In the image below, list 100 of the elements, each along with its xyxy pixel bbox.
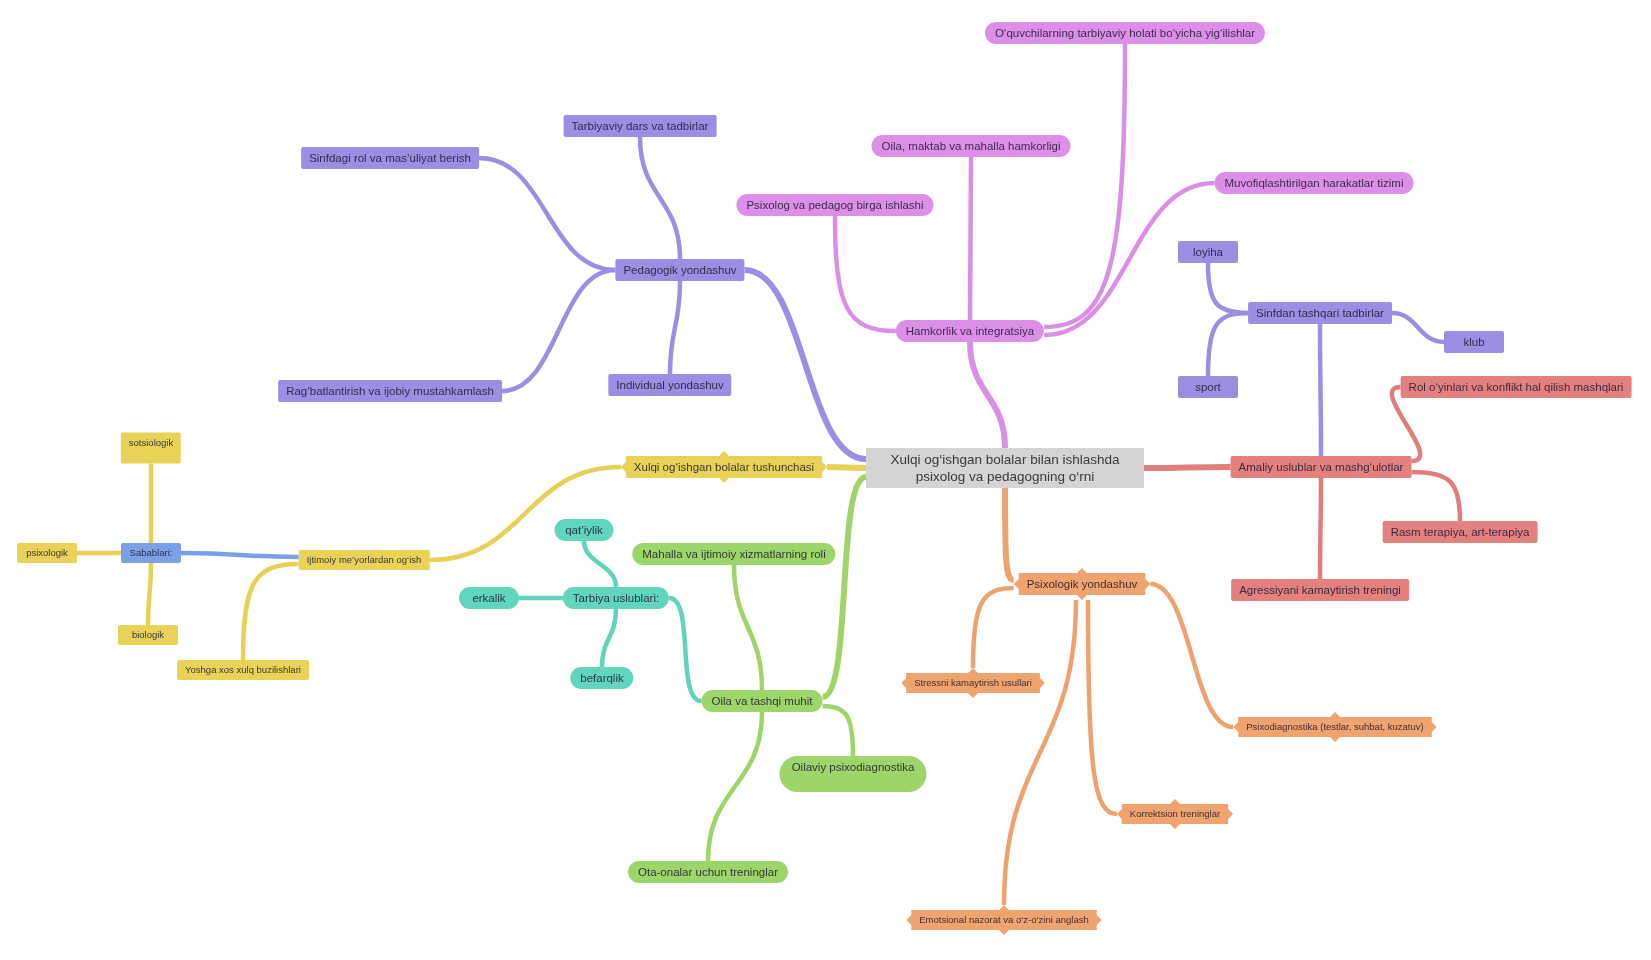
topic-text: Oilaviy psixodiagnostika bbox=[790, 760, 916, 775]
topic-box bbox=[615, 259, 745, 281]
topic-text: Rag‘batlantirish va ijobiy mustahkamlash bbox=[286, 384, 494, 399]
topic-text: Amaliy uslublar va mashg‘ulotlar bbox=[1238, 460, 1404, 475]
topic-text: Emotsional nazorat va o‘z-o‘zini anglash bbox=[919, 913, 1089, 927]
topic-text: Oila va tashqi muhit bbox=[711, 694, 813, 709]
branch-connector bbox=[1044, 44, 1128, 330]
branch-connector bbox=[145, 563, 154, 625]
topic-text: O‘quvchilarning tarbiyaviy holati bo‘yicha yig‘ilishlar bbox=[994, 26, 1256, 41]
branch-connector bbox=[1043, 180, 1215, 338]
topic-text: Xulqi og‘ishgan bolalar tushunchasi bbox=[633, 460, 815, 475]
topic-box bbox=[1400, 376, 1632, 398]
topic-text: Psixodiagnostika (testlar, suhbat, kuzatuv) bbox=[1246, 720, 1424, 734]
topic-box bbox=[1444, 331, 1504, 353]
branch-connector bbox=[1149, 581, 1234, 730]
topic-text: Psixologik yondashuv bbox=[1026, 577, 1138, 592]
topic-text: sotsiologik bbox=[128, 435, 174, 450]
topic-text: Ijtimoiy me’yorlardan og‘ish bbox=[306, 553, 422, 567]
topic-text: biologik bbox=[130, 628, 166, 642]
topic-text: Mahalla va ijtimoiy xizmatlarning roli bbox=[642, 547, 826, 562]
topic-box bbox=[301, 147, 479, 169]
topic-pill bbox=[779, 756, 927, 792]
topic-pill bbox=[459, 587, 519, 609]
topic-text: Rol o‘yinlari va konflikt hal qilish mashqlari bbox=[1408, 380, 1624, 395]
branch-connector bbox=[705, 711, 765, 862]
topic-text: Rasm terapiya, art-terapiya bbox=[1390, 525, 1530, 540]
topic-pill bbox=[562, 587, 670, 609]
topic-text: Agressiyani kamaytirish treningi bbox=[1239, 583, 1401, 598]
topic-text: sport bbox=[1194, 380, 1222, 395]
branch-connector bbox=[1317, 478, 1324, 579]
topic-pill bbox=[628, 861, 788, 883]
branch-connector bbox=[668, 595, 703, 704]
topic-box bbox=[1248, 302, 1392, 324]
branch-connector bbox=[581, 540, 619, 588]
branch-connector bbox=[519, 595, 563, 601]
branch-connector bbox=[832, 215, 896, 334]
topic-box bbox=[608, 374, 732, 396]
branch-connector bbox=[1001, 599, 1079, 906]
topic-box bbox=[298, 550, 430, 570]
branch-connector bbox=[822, 703, 856, 757]
topic-box bbox=[120, 432, 182, 464]
topic-box bbox=[118, 625, 178, 645]
topic-text: erkalik bbox=[471, 591, 507, 606]
topic-box bbox=[177, 660, 309, 680]
branch-connector bbox=[501, 267, 616, 394]
branch-connector bbox=[240, 561, 299, 661]
topic-text: Oila, maktab va mahalla hamkorligi bbox=[881, 139, 1061, 154]
branch-connector bbox=[599, 608, 619, 668]
topic-pill bbox=[871, 135, 1071, 157]
branch-connector bbox=[1002, 488, 1015, 583]
topic-pill bbox=[736, 194, 934, 216]
topic-text: Pedagogik yondashuv bbox=[623, 263, 737, 278]
topic-text: Stressni kamaytirish usullari bbox=[914, 676, 1032, 690]
topic-pill bbox=[701, 690, 823, 712]
branch-connector bbox=[1085, 600, 1118, 817]
topic-text: Yoshga xos xulq buzilishlari bbox=[185, 663, 301, 677]
branch-connector bbox=[827, 464, 866, 471]
branch-connector bbox=[731, 564, 765, 691]
branch-connector bbox=[148, 463, 154, 543]
branch-connector bbox=[637, 136, 683, 260]
topic-text: Individual yondashuv bbox=[616, 378, 724, 393]
branch-connector bbox=[1317, 324, 1324, 456]
topic-text: Sinfdagi rol va mas’uliyat berish bbox=[309, 151, 471, 166]
topic-text: Psixolog va pedagog birga ishlashi bbox=[746, 198, 924, 213]
branch-connector bbox=[1391, 310, 1445, 345]
topic-box bbox=[17, 543, 77, 563]
branch-connector bbox=[667, 280, 683, 375]
topic-text: Ota-onalar uchun treninglar bbox=[638, 865, 778, 880]
topic-pill bbox=[632, 543, 836, 565]
topic-text: klub bbox=[1462, 335, 1486, 350]
topic-text: Sabablari: bbox=[129, 546, 173, 560]
branch-connector bbox=[77, 550, 121, 556]
branch-connector bbox=[967, 341, 1008, 449]
branch-connector bbox=[429, 464, 622, 563]
topic-text: Tarbiyaviy dars va tadbirlar bbox=[571, 119, 709, 134]
branch-connector bbox=[181, 550, 299, 560]
topic-text: psixologik bbox=[25, 546, 69, 560]
topic-text: Korrektsion treninglar bbox=[1129, 807, 1221, 821]
topic-box bbox=[1230, 456, 1412, 478]
topic-pill bbox=[895, 320, 1045, 342]
topic-text: Tarbiya uslublari: bbox=[572, 591, 660, 606]
branch-connector bbox=[1411, 469, 1463, 522]
branch-connector bbox=[970, 585, 1014, 669]
branch-connector bbox=[1389, 384, 1423, 464]
topic-box bbox=[1178, 241, 1238, 263]
branch-connector bbox=[820, 474, 868, 700]
branch-connector bbox=[478, 155, 616, 273]
topic-box bbox=[121, 543, 181, 563]
topic-text: Xulqi og‘ishgan bolalar bilan ishlashda psixolog va pedagogning o‘rni bbox=[889, 451, 1121, 485]
topic-text: qat’iylik bbox=[564, 523, 604, 538]
topic-text: loyiha bbox=[1191, 245, 1225, 260]
topic-pill bbox=[1214, 172, 1414, 194]
central-topic-box bbox=[866, 448, 1144, 488]
topic-text: befarqlik bbox=[580, 671, 624, 686]
topic-box bbox=[1382, 521, 1538, 543]
topic-pill bbox=[570, 667, 634, 689]
topic-text: Sinfdan tashqari tadbirlar bbox=[1256, 306, 1384, 321]
branch-connector bbox=[1144, 464, 1231, 471]
topic-box bbox=[563, 115, 717, 137]
topic-pill bbox=[984, 22, 1266, 44]
